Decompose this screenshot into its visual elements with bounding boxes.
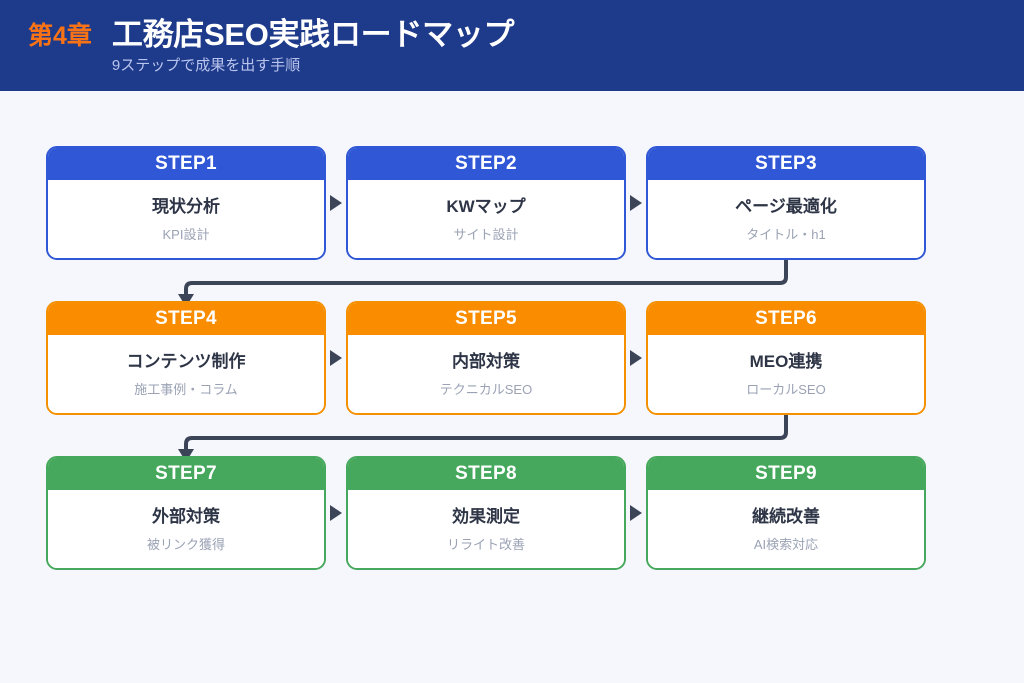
step-body-4: コンテンツ制作 施工事例・コラム (48, 335, 324, 413)
step-title-4: コンテンツ制作 (126, 352, 246, 371)
step-sub-7: 被リンク獲得 (146, 537, 225, 553)
triangle-right-icon-1 (330, 195, 342, 211)
step-body-3: ページ最適化 タイトル・h1 (648, 180, 924, 258)
step-body-1: 現状分析 KPI設計 (48, 180, 324, 258)
step-body-9: 継続改善 AI検索対応 (648, 490, 924, 568)
step-sub-1: KPI設計 (162, 227, 210, 243)
triangle-right-icon-2 (630, 195, 642, 211)
step-sub-3: タイトル・h1 (746, 227, 826, 243)
step-sub-6: ローカルSEO (746, 382, 826, 398)
step-sub-9: AI検索対応 (753, 537, 819, 553)
page-header: 第4章 工務店SEO実践ロードマップ 9ステップで成果を出す手順 (0, 0, 1024, 91)
header-title-block: 工務店SEO実践ロードマップ 9ステップで成果を出す手順 (111, 16, 515, 76)
step-card-3[interactable]: STEP3 ページ最適化 タイトル・h1 (646, 146, 926, 260)
triangle-right-icon-6 (630, 505, 642, 521)
step-label-8: STEP8 (348, 458, 624, 490)
step-card-5[interactable]: STEP5 内部対策 テクニカルSEO (346, 301, 626, 415)
step-sub-8: リライト改善 (446, 537, 525, 553)
step-label-4: STEP4 (48, 303, 324, 335)
step-card-4[interactable]: STEP4 コンテンツ制作 施工事例・コラム (46, 301, 326, 415)
step-body-8: 効果測定 リライト改善 (348, 490, 624, 568)
step-title-1: 現状分析 (152, 197, 220, 216)
page-subtitle: 9ステップで成果を出す手順 (111, 57, 301, 75)
connector-row2-to-row3 (178, 413, 788, 462)
step-card-6[interactable]: STEP6 MEO連携 ローカルSEO (646, 301, 926, 415)
roadmap-canvas: STEP1 現状分析 KPI設計 STEP2 KWマップ サイト設計 STEP3… (0, 91, 1024, 683)
chapter-label: 第4章 (28, 22, 92, 50)
step-sub-4: 施工事例・コラム (134, 382, 238, 398)
triangle-right-icon-3 (330, 350, 342, 366)
step-label-6: STEP6 (648, 303, 924, 335)
step-card-8[interactable]: STEP8 効果測定 リライト改善 (346, 456, 626, 570)
step-sub-2: サイト設計 (453, 227, 519, 243)
step-title-9: 継続改善 (752, 507, 820, 526)
step-title-8: 効果測定 (452, 507, 520, 526)
step-body-7: 外部対策 被リンク獲得 (48, 490, 324, 568)
step-title-7: 外部対策 (152, 507, 220, 526)
step-card-7[interactable]: STEP7 外部対策 被リンク獲得 (46, 456, 326, 570)
connector-row1-to-row2 (178, 258, 788, 307)
step-label-1: STEP1 (48, 148, 324, 180)
triangle-right-icon-5 (330, 505, 342, 521)
step-card-1[interactable]: STEP1 現状分析 KPI設計 (46, 146, 326, 260)
step-title-6: MEO連携 (749, 352, 823, 371)
step-card-2[interactable]: STEP2 KWマップ サイト設計 (346, 146, 626, 260)
triangle-right-icon-4 (630, 350, 642, 366)
step-label-3: STEP3 (648, 148, 924, 180)
step-title-5: 内部対策 (452, 352, 520, 371)
step-card-9[interactable]: STEP9 継続改善 AI検索対応 (646, 456, 926, 570)
page-title: 工務店SEO実践ロードマップ (111, 17, 515, 52)
step-body-5: 内部対策 テクニカルSEO (348, 335, 624, 413)
step-body-6: MEO連携 ローカルSEO (648, 335, 924, 413)
step-label-5: STEP5 (348, 303, 624, 335)
step-label-7: STEP7 (48, 458, 324, 490)
step-sub-5: テクニカルSEO (439, 382, 533, 398)
step-title-3: ページ最適化 (735, 197, 837, 216)
step-title-2: KWマップ (446, 197, 526, 216)
step-label-9: STEP9 (648, 458, 924, 490)
header-content: 第4章 工務店SEO実践ロードマップ 9ステップで成果を出す手順 (28, 16, 514, 76)
step-label-2: STEP2 (348, 148, 624, 180)
step-body-2: KWマップ サイト設計 (348, 180, 624, 258)
